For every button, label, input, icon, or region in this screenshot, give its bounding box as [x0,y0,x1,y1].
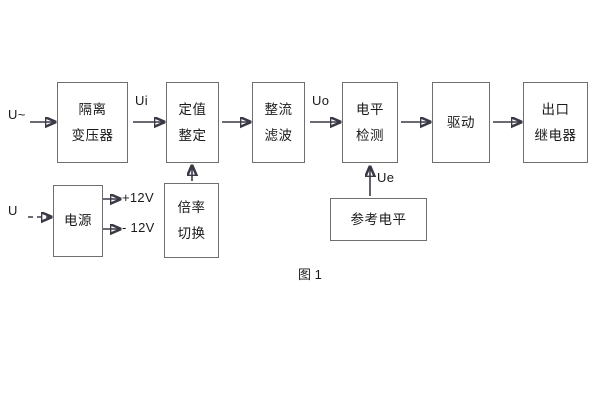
block-line-1: 电平 [356,101,384,117]
block-line-1: 整流 [264,101,293,117]
block-line-2: 滤波 [264,127,293,143]
label-ue: Ue [377,170,395,185]
block-line-2: 检测 [356,127,384,143]
block-power-supply[interactable]: 电源 [53,185,103,257]
block-line-2: 整定 [178,127,207,143]
block-isolation-transformer[interactable]: 隔离 变压器 [57,82,128,163]
label-input-dc: U [8,203,18,218]
block-line-1: 电源 [64,213,92,229]
block-multiplier-switch[interactable]: 倍率 切换 [164,183,219,258]
block-rectify-filter[interactable]: 整流 滤波 [252,82,305,163]
label-supply-minus: - 12V [122,220,155,235]
block-line-1: 出口 [541,101,570,117]
block-line-1: 隔离 [78,101,107,117]
label-ui: Ui [135,93,148,108]
block-reference-level[interactable]: 参考电平 [330,198,427,241]
block-line-1: 定值 [178,101,207,117]
block-line-1: 驱动 [447,114,475,130]
block-line-1: 倍率 [177,199,206,215]
block-setting-value[interactable]: 定值 整定 [166,82,219,163]
block-output-relay[interactable]: 出口 继电器 [523,82,588,163]
block-line-2: 变压器 [71,127,114,143]
figure-caption: 图 1 [298,267,322,282]
label-uo: Uo [312,93,330,108]
block-level-detect[interactable]: 电平 检测 [342,82,398,163]
block-drive[interactable]: 驱动 [432,82,490,163]
label-input-ac: U~ [8,107,26,122]
block-line-2: 切换 [177,225,206,241]
block-line-1: 参考电平 [350,211,407,227]
label-supply-plus: +12V [122,190,154,205]
block-line-2: 继电器 [534,127,577,143]
